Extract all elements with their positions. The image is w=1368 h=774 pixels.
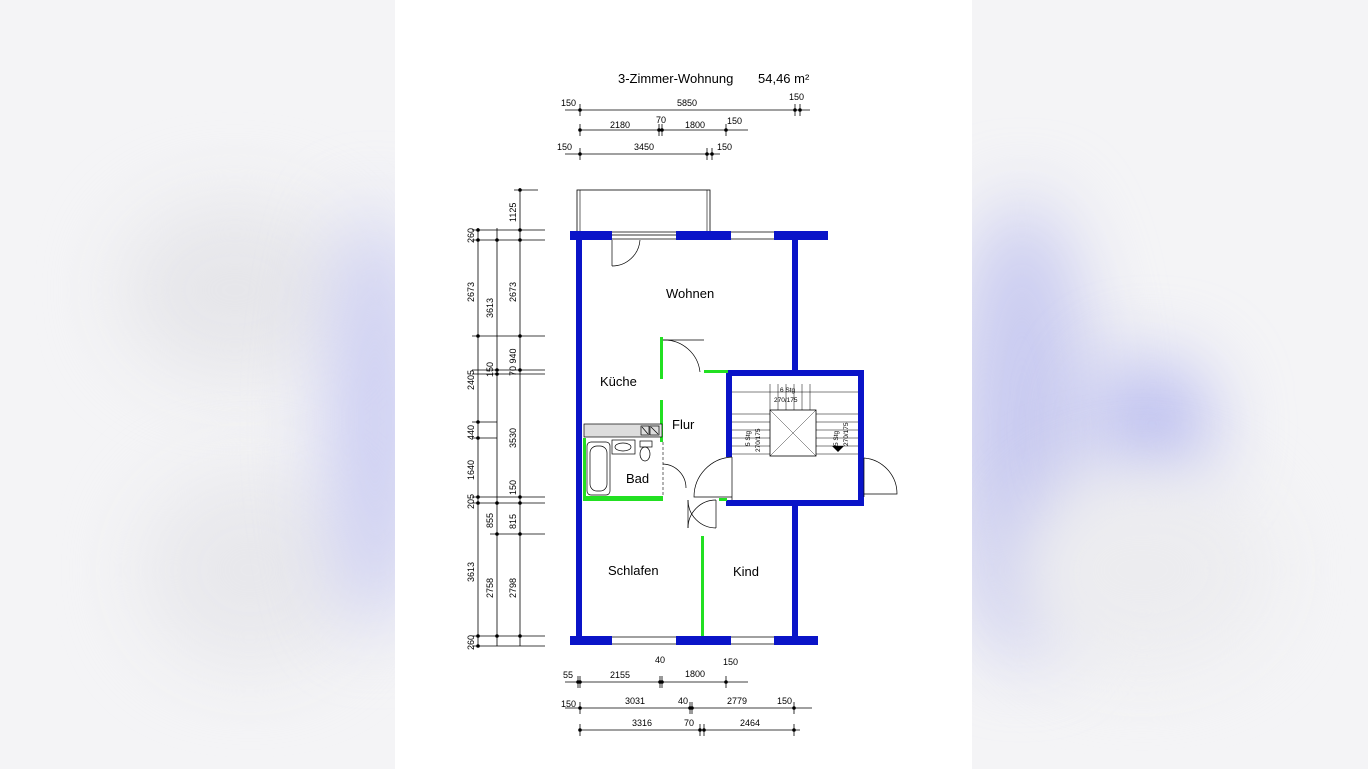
dim-label: 2758 — [485, 578, 495, 598]
dim-label: 2673 — [508, 282, 518, 302]
left-dimension-dots — [476, 188, 522, 648]
stair-ratio-top: 270/175 — [774, 397, 798, 404]
dim-label: 1125 — [508, 203, 518, 222]
dim-label: 855 — [485, 513, 495, 528]
dim-label: 5850 — [677, 98, 697, 108]
dim-label: 3031 — [625, 696, 645, 706]
dim-label: 70 — [656, 115, 666, 125]
blurred-background-right — [972, 0, 1368, 769]
stair-arrow-icon — [832, 446, 844, 452]
top-dimension-dots — [578, 108, 802, 156]
dim-label: 150 — [723, 657, 738, 667]
dim-label: 2464 — [740, 718, 760, 728]
dim-label: 3613 — [466, 562, 476, 582]
dim-label: 150 — [485, 362, 495, 377]
room-label-kueche: Küche — [600, 374, 637, 389]
stairwell — [732, 384, 858, 457]
dim-label: 2798 — [508, 578, 518, 598]
dim-label: 1800 — [685, 120, 705, 130]
bathroom-fixtures — [586, 439, 653, 496]
left-dimension-chains — [472, 188, 545, 647]
dim-label: 3613 — [485, 298, 495, 318]
blurred-background-left — [0, 0, 395, 769]
dim-label: 150 — [508, 480, 518, 495]
dim-label: 150 — [777, 696, 792, 706]
dim-label: 2155 — [610, 670, 630, 680]
dim-label: 150 — [789, 92, 804, 102]
left-dimension-labels: 1125 260 2673 2405 440 1640 205 3613 260… — [466, 203, 518, 650]
outer-walls — [570, 231, 864, 645]
dim-label: 3530 — [508, 428, 518, 448]
room-label-schlafen: Schlafen — [608, 563, 659, 578]
dim-label: 55 — [563, 670, 573, 680]
dim-label: 815 — [508, 514, 518, 529]
plan-area: 54,46 m² — [758, 71, 810, 86]
dim-label: 150 — [717, 142, 732, 152]
floor-plan-drawing: 3-Zimmer-Wohnung 54,46 m² 150 5850 150 2… — [466, 71, 898, 736]
room-label-bad: Bad — [626, 471, 649, 486]
dim-label: 1640 — [466, 460, 476, 480]
dim-label: 40 — [678, 696, 688, 706]
windows — [612, 231, 774, 645]
dim-label: 260 — [466, 635, 476, 650]
dim-label: 150 — [561, 98, 576, 108]
dim-label: 70 940 — [508, 348, 518, 376]
inner-walls — [583, 337, 728, 636]
dim-label: 2779 — [727, 696, 747, 706]
stair-label-left: 5 Stg — [745, 430, 752, 446]
room-label-kind: Kind — [733, 564, 759, 579]
dim-label: 2673 — [466, 282, 476, 302]
dim-label: 40 — [655, 655, 665, 665]
dim-label: 205 — [466, 494, 476, 509]
stair-ratio-right: 270/175 — [843, 422, 850, 446]
dim-label: 150 — [557, 142, 572, 152]
dim-label: 150 — [561, 699, 576, 709]
dim-label: 150 — [727, 116, 742, 126]
top-dimension-chains — [565, 104, 810, 160]
dim-label: 3316 — [632, 718, 652, 728]
dim-label: 1800 — [685, 669, 705, 679]
dim-label: 2405 — [466, 370, 476, 390]
balcony — [576, 189, 711, 236]
stair-label-top: 6 Stg — [780, 387, 796, 394]
stair-ratio-left: 270/175 — [755, 428, 762, 452]
plan-title: 3-Zimmer-Wohnung — [618, 71, 733, 86]
floor-plan-sheet: 3-Zimmer-Wohnung 54,46 m² 150 5850 150 2… — [395, 0, 972, 769]
doors — [611, 239, 898, 529]
dim-label: 3450 — [634, 142, 654, 152]
room-label-wohnen: Wohnen — [666, 286, 714, 301]
dim-label: 260 — [466, 228, 476, 243]
stair-label-right: 5 Stg — [833, 430, 840, 446]
bottom-dimension-dots — [576, 680, 796, 732]
room-label-flur: Flur — [672, 417, 695, 432]
kitchen-counter — [583, 423, 663, 438]
dim-label: 440 — [466, 425, 476, 440]
dim-label: 2180 — [610, 120, 630, 130]
dim-label: 70 — [684, 718, 694, 728]
